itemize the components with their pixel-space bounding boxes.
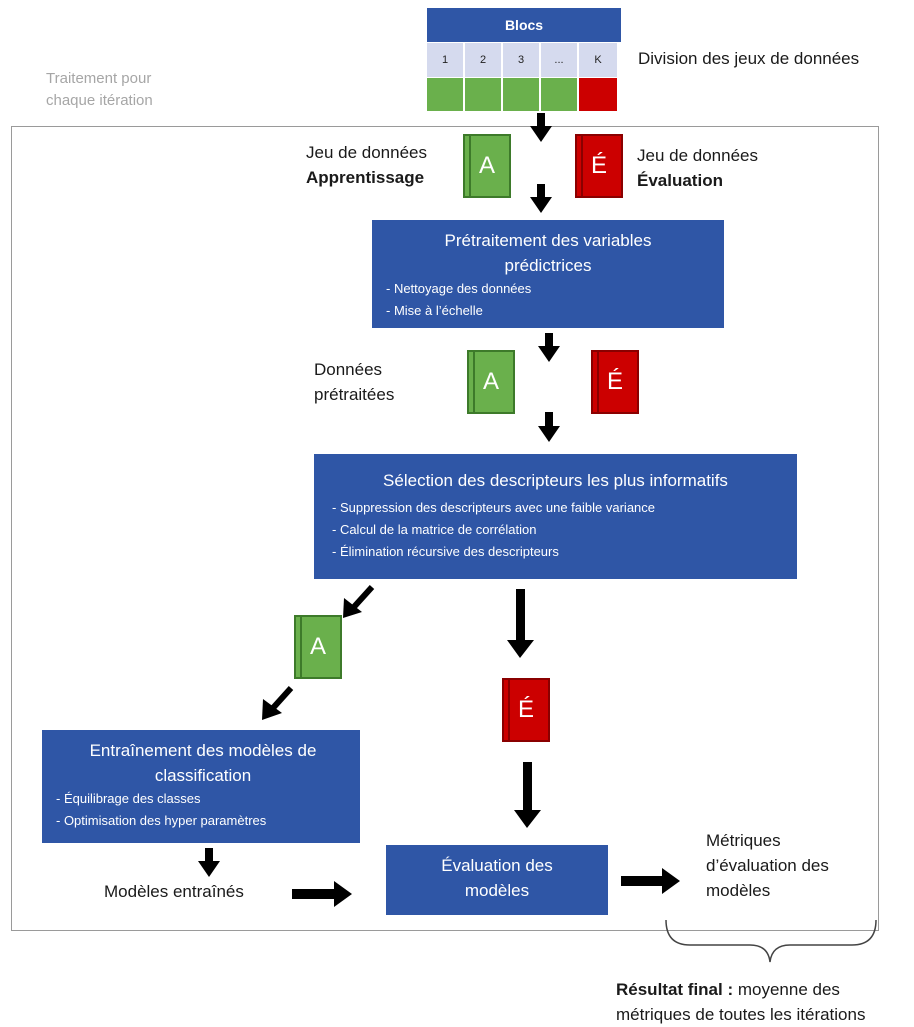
right-arrow <box>292 881 352 907</box>
preprocessing-steps: - Nettoyage des données - Mise à l’échel… <box>386 278 710 322</box>
eval-set-label: Jeu de données Évaluation <box>637 146 758 190</box>
train-book-icon: A <box>294 615 342 679</box>
list-item: - Suppression des descripteurs avec une … <box>332 500 656 515</box>
train-book-icon: A <box>467 350 515 414</box>
eval-book-icon: É <box>575 134 623 198</box>
bloc-train-swatch <box>503 78 541 111</box>
selection-steps: - Suppression des descripteurs avec une … <box>332 497 779 563</box>
bloc-train-swatch <box>427 78 465 111</box>
evaluation-box: Évaluation des modèles <box>386 845 608 915</box>
training-box: Entraînement des modèles de classificati… <box>42 730 360 843</box>
result-brace <box>665 919 877 963</box>
list-item: - Équilibrage des classes <box>56 791 201 806</box>
diagonal-arrow-head <box>262 699 282 720</box>
list-item: - Nettoyage des données <box>386 281 532 296</box>
blocs-color-row <box>427 78 617 111</box>
eval-book-icon: É <box>502 678 550 742</box>
down-arrow <box>538 333 560 362</box>
bloc-cell: ... <box>541 43 579 77</box>
diagonal-arrow <box>350 584 375 611</box>
right-arrow <box>621 868 680 894</box>
down-arrow <box>514 762 541 828</box>
bloc-eval-swatch <box>579 78 617 111</box>
list-item: - Élimination récursive des descripteurs <box>332 544 559 559</box>
blocs-caption: Division des jeux de données <box>638 49 860 68</box>
preprocessing-box: Prétraitement des variables prédictrices… <box>372 220 724 328</box>
bloc-cell: K <box>579 43 617 77</box>
blocs-number-row: 1 2 3 ... K <box>427 43 617 77</box>
metrics-label: Métriques d’évaluation des modèles <box>706 831 829 900</box>
down-arrow <box>538 412 560 442</box>
preprocessed-label: Données prétraitées <box>314 360 395 404</box>
list-item: - Optimisation des hyper paramètres <box>56 813 267 828</box>
diagonal-arrow-head <box>343 598 362 618</box>
bloc-cell: 3 <box>503 43 541 77</box>
train-book-icon: A <box>463 134 511 198</box>
down-arrow <box>530 113 552 142</box>
blocs-header: Blocs <box>427 8 621 42</box>
bloc-cell: 1 <box>427 43 465 77</box>
diagonal-arrow <box>270 685 294 711</box>
eval-book-icon: É <box>591 350 639 414</box>
feature-selection-box: Sélection des descripteurs les plus info… <box>314 454 797 579</box>
bloc-train-swatch <box>465 78 503 111</box>
down-arrow <box>507 589 534 658</box>
training-steps: - Équilibrage des classes - Optimisation… <box>56 788 350 832</box>
list-item: - Mise à l’échelle <box>386 303 483 318</box>
bloc-cell: 2 <box>465 43 503 77</box>
down-arrow <box>198 848 220 877</box>
list-item: - Calcul de la matrice de corrélation <box>332 522 537 537</box>
bloc-train-swatch <box>541 78 579 111</box>
trained-models-label: Modèles entraînés <box>104 882 244 901</box>
down-arrow <box>530 184 552 213</box>
loop-caption: Traitement pour chaque itération <box>46 70 153 109</box>
iteration-frame <box>11 126 879 931</box>
train-set-label: Jeu de données Apprentissage <box>306 143 427 187</box>
final-result: Résultat final : moyenne des métriques d… <box>616 980 866 1024</box>
